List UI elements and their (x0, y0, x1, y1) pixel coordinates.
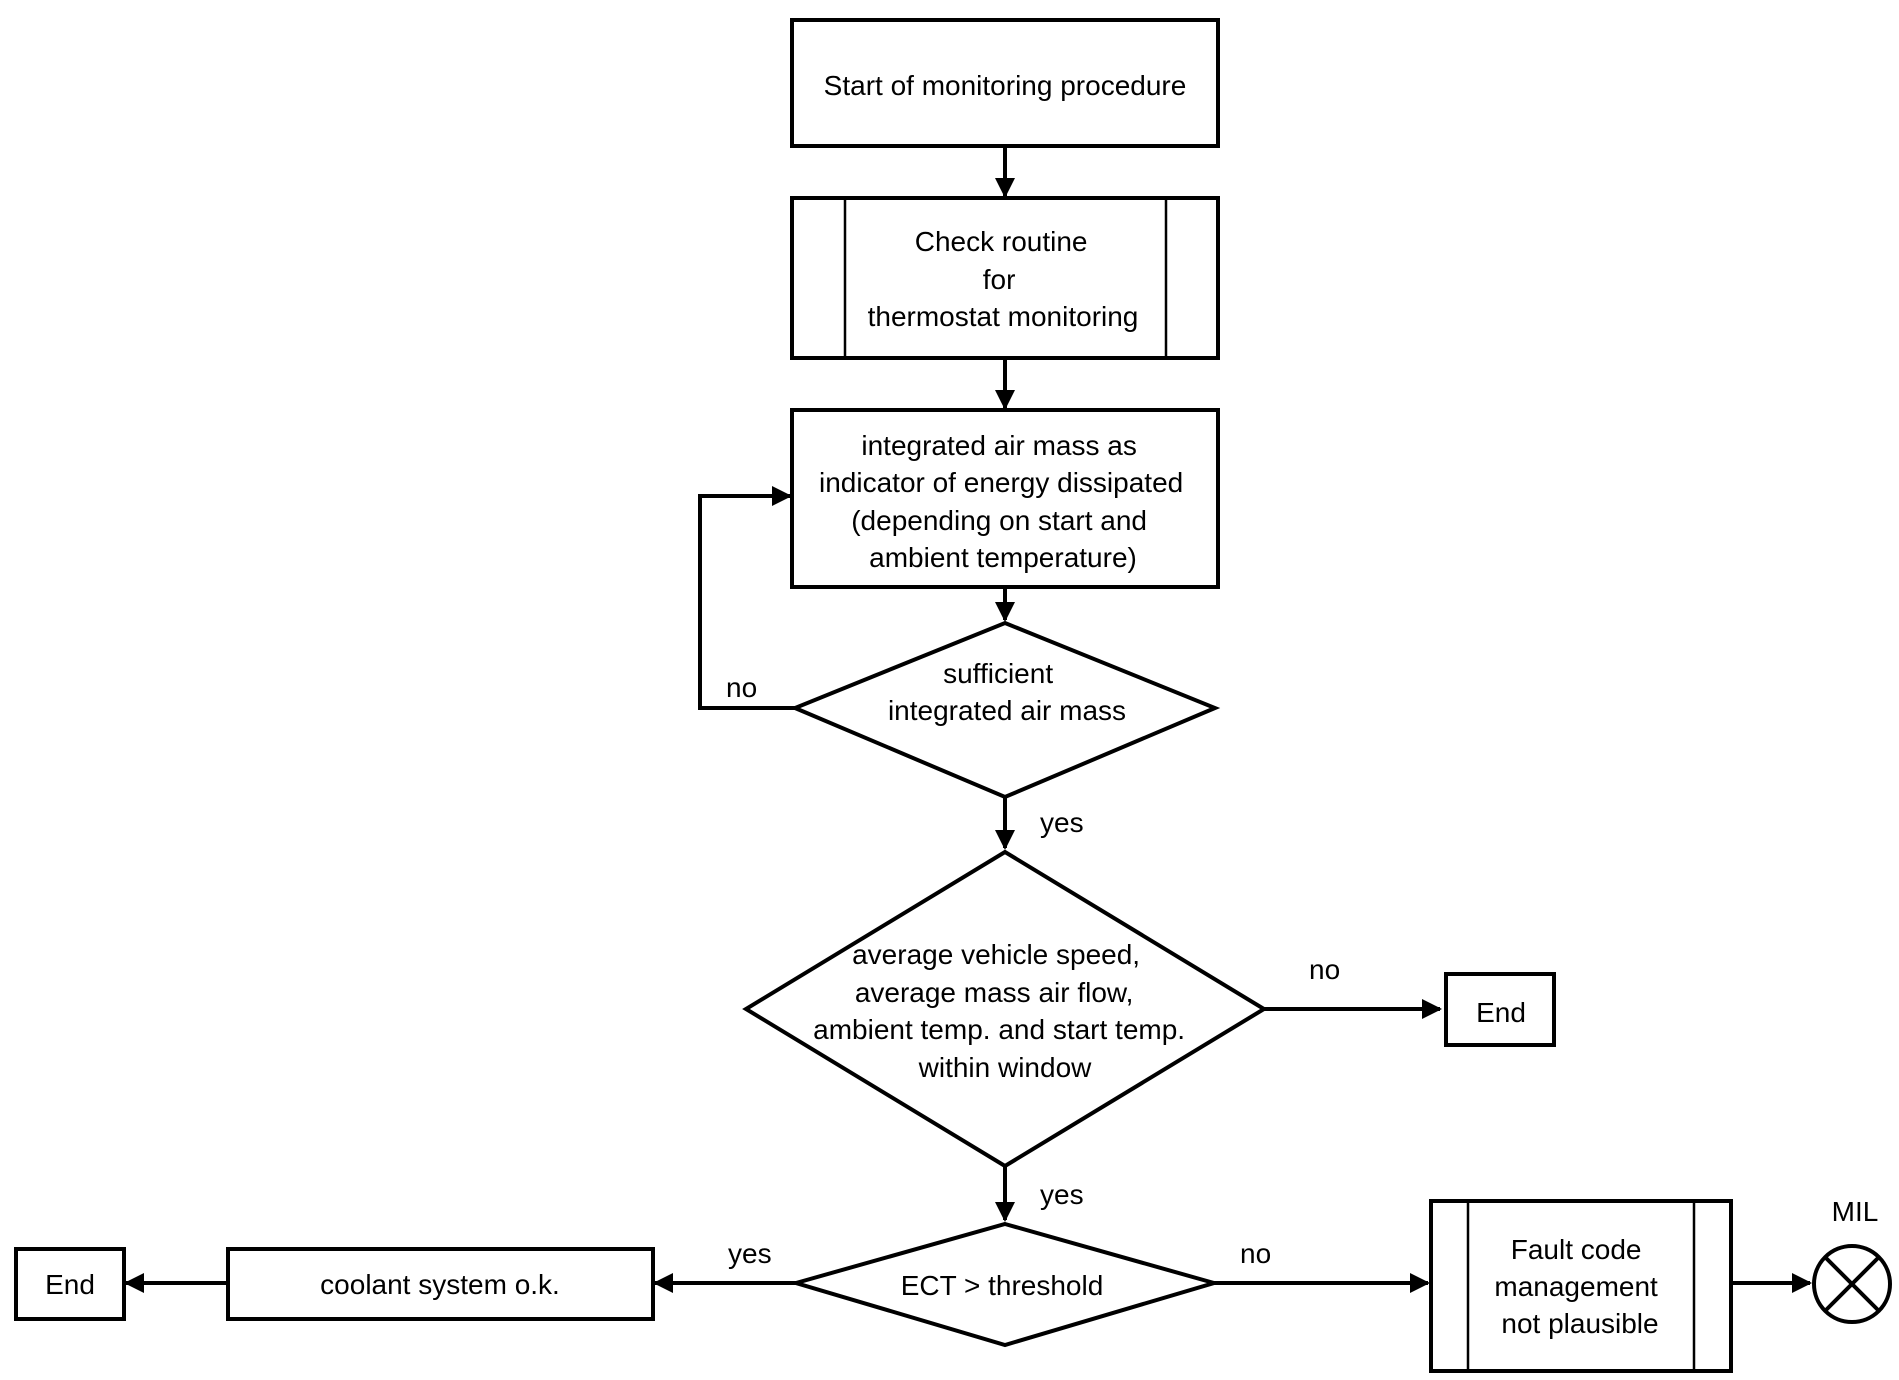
fault-code-line: Fault code (1511, 1234, 1642, 1265)
start-line: Start of monitoring procedure (824, 70, 1187, 101)
check-routine-text: Check routine for thermostat monitoring (868, 226, 1139, 332)
ect-decision-text: ECT > threshold (901, 1270, 1104, 1301)
integrated-air-mass-box (790, 408, 1220, 589)
node-fault-code: Fault code management not plausible (1429, 1199, 1733, 1373)
end-left-line: End (45, 1269, 95, 1300)
check-routine-line: for (983, 264, 1016, 295)
ect-decision-diamond (788, 1221, 1222, 1348)
fault-code-line: not plausible (1501, 1308, 1658, 1339)
lamp-cross-icon (1812, 1244, 1892, 1324)
window-decision-line: average vehicle speed, (852, 939, 1140, 970)
node-check-routine: Check routine for thermostat monitoring (790, 196, 1220, 360)
node-mil: MIL (1812, 1196, 1892, 1324)
end-right-box (1444, 972, 1556, 1047)
window-decision-text: average vehicle speed, average mass air … (813, 939, 1193, 1083)
end-right-line: End (1476, 997, 1526, 1028)
integrated-air-mass-line: indicator of energy dissipated (819, 467, 1183, 498)
end-right-text: End (1476, 997, 1526, 1028)
node-integrated-air-mass: integrated air mass as indicator of ener… (790, 408, 1220, 589)
window-decision-line: within window (918, 1052, 1093, 1083)
edge-sufficient-no-loop (698, 486, 795, 710)
fault-code-line: management (1494, 1271, 1658, 1302)
node-end-left: End (14, 1247, 126, 1321)
mil-label: MIL (1832, 1196, 1879, 1227)
fault-code-text: Fault code management not plausible (1494, 1234, 1665, 1339)
label-sufficient-yes: yes (1040, 807, 1084, 838)
fault-code-box (1429, 1199, 1733, 1373)
label-sufficient-no: no (726, 672, 757, 703)
edge-labels: no yes no yes yes no (726, 672, 1340, 1269)
node-end-right: End (1444, 972, 1556, 1047)
coolant-ok-text: coolant system o.k. (320, 1269, 560, 1300)
end-left-text: End (45, 1269, 95, 1300)
node-window-decision: average vehicle speed, average mass air … (742, 849, 1268, 1169)
sufficient-decision-diamond (789, 620, 1221, 800)
check-routine-box (790, 196, 1220, 360)
node-coolant-ok: coolant system o.k. (226, 1247, 655, 1321)
label-ect-yes: yes (728, 1238, 772, 1269)
window-decision-line: average mass air flow, (855, 977, 1134, 1008)
start-text: Start of monitoring procedure (824, 70, 1187, 101)
label-ect-no: no (1240, 1238, 1271, 1269)
sufficient-decision-line: sufficient (943, 658, 1053, 689)
check-routine-line: thermostat monitoring (868, 301, 1139, 332)
integrated-air-mass-text: integrated air mass as indicator of ener… (819, 430, 1191, 573)
end-left-box (14, 1247, 126, 1321)
check-routine-line: Check routine (915, 226, 1088, 257)
coolant-ok-line: coolant system o.k. (320, 1269, 560, 1300)
window-decision-diamond (742, 849, 1268, 1169)
node-sufficient-decision: sufficient integrated air mass (789, 620, 1221, 800)
integrated-air-mass-line: integrated air mass as (861, 430, 1136, 461)
start-box (790, 18, 1220, 148)
integrated-air-mass-line: ambient temperature) (869, 542, 1137, 573)
ect-decision-line: ECT > threshold (901, 1270, 1104, 1301)
edges (124, 146, 1812, 1293)
window-decision-line: ambient temp. and start temp. (813, 1014, 1185, 1045)
sufficient-decision-text: sufficient integrated air mass (888, 658, 1126, 726)
coolant-ok-box (226, 1247, 655, 1321)
integrated-air-mass-line: (depending on start and (851, 505, 1147, 536)
label-window-no: no (1309, 954, 1340, 985)
label-window-yes: yes (1040, 1179, 1084, 1210)
node-start: Start of monitoring procedure (790, 18, 1220, 148)
node-ect-decision: ECT > threshold (788, 1221, 1222, 1348)
sufficient-decision-line: integrated air mass (888, 695, 1126, 726)
